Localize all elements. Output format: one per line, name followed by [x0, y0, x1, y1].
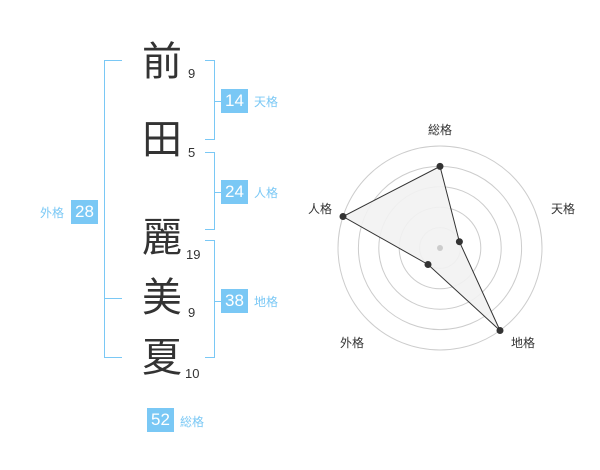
tenkaku-connector: [215, 101, 221, 102]
radar-axis-label-gaikaku: 外格: [340, 336, 365, 350]
jinkaku-bracket: [205, 152, 215, 230]
radar-polygon: [341, 165, 501, 331]
tenkaku-label: 天格: [254, 95, 279, 109]
radar-point-5: [339, 213, 347, 220]
jinkaku-connector: [215, 192, 221, 193]
radar-axis-label-tenkaku: 天格: [551, 202, 576, 216]
stroke-count-1: 9: [188, 66, 196, 81]
radar-ring-5: [337, 145, 543, 351]
chikaku-connector: [215, 301, 221, 302]
chikaku-bracket: [205, 240, 215, 358]
radar-axis-label-soukaku: 総格: [428, 123, 453, 137]
jinkaku-label: 人格: [254, 186, 279, 200]
radar-point-4: [424, 261, 432, 268]
radar-axis-label-jinkaku: 人格: [308, 202, 333, 216]
name-char-4: 美: [142, 275, 182, 321]
stroke-count-4: 9: [188, 305, 196, 320]
name-char-1: 前: [142, 39, 182, 85]
soukaku-label: 総格: [180, 415, 205, 429]
gaikaku-label: 外格: [40, 206, 65, 220]
chikaku-label: 地格: [254, 295, 279, 309]
name-char-5: 夏: [142, 335, 182, 381]
radar-point-3: [496, 327, 504, 334]
jinkaku-value: 24: [221, 180, 248, 204]
chikaku-value: 38: [221, 289, 248, 313]
name-char-3: 麗: [142, 215, 182, 261]
stroke-count-3: 19: [186, 247, 201, 262]
stroke-count-5: 10: [185, 366, 200, 381]
tenkaku-bracket: [205, 60, 215, 140]
name-char-2: 田: [142, 117, 182, 163]
gaikaku-bracket: [104, 60, 122, 358]
tenkaku-value: 14: [221, 89, 248, 113]
radar-point-1: [436, 162, 444, 170]
gaikaku-divider: [104, 298, 122, 299]
gaikaku-value: 28: [71, 200, 98, 224]
soukaku-value: 52: [147, 408, 174, 432]
radar-point-2: [455, 238, 463, 246]
stroke-count-2: 5: [188, 145, 196, 160]
radar-axis-label-chikaku: 地格: [511, 336, 536, 350]
radar-center-dot: [437, 245, 443, 251]
